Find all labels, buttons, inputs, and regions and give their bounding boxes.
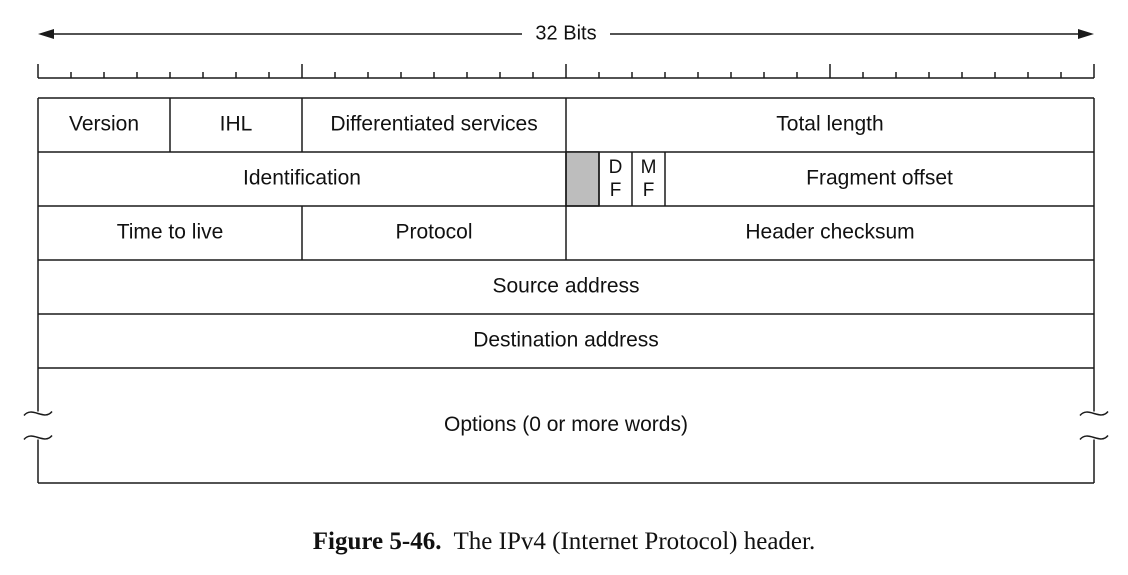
bits-label: 32 Bits — [535, 22, 596, 44]
field-version-label: Version — [69, 113, 139, 136]
field-df-flag-label-bottom: F — [610, 180, 622, 201]
caption-figure-number: Figure 5-46. — [312, 528, 442, 555]
arrowhead-right-icon — [1078, 29, 1094, 39]
field-identification-label: Identification — [243, 167, 361, 190]
field-reserved-bit — [565, 151, 600, 207]
left-break-lower-icon — [23, 434, 53, 441]
field-df-flag-label-top: D — [609, 157, 623, 178]
field-differentiated-services-label: Differentiated services — [330, 113, 537, 136]
arrowhead-left-icon — [38, 29, 54, 39]
figure-caption: Figure 5-46. The IPv4 (Internet Protocol… — [0, 528, 1128, 556]
left-break-upper-icon — [23, 410, 53, 417]
field-fragment-offset-label: Fragment offset — [806, 167, 953, 190]
field-header-checksum-label: Header checksum — [745, 221, 914, 244]
right-break-lower-icon — [1079, 434, 1109, 441]
caption-text: The IPv4 (Internet Protocol) header. — [453, 528, 816, 555]
field-source-address-label: Source address — [492, 275, 639, 298]
right-break-upper-icon — [1079, 410, 1109, 417]
field-destination-address-label: Destination address — [473, 329, 659, 352]
field-mf-flag-label-bottom: F — [643, 180, 655, 201]
field-total-length-label: Total length — [776, 113, 883, 136]
field-time-to-live-label: Time to live — [117, 221, 224, 244]
field-protocol-label: Protocol — [395, 221, 472, 244]
field-options-label: Options (0 or more words) — [444, 413, 688, 436]
field-ihl-label: IHL — [220, 113, 253, 136]
field-mf-flag-label-top: M — [641, 157, 657, 178]
